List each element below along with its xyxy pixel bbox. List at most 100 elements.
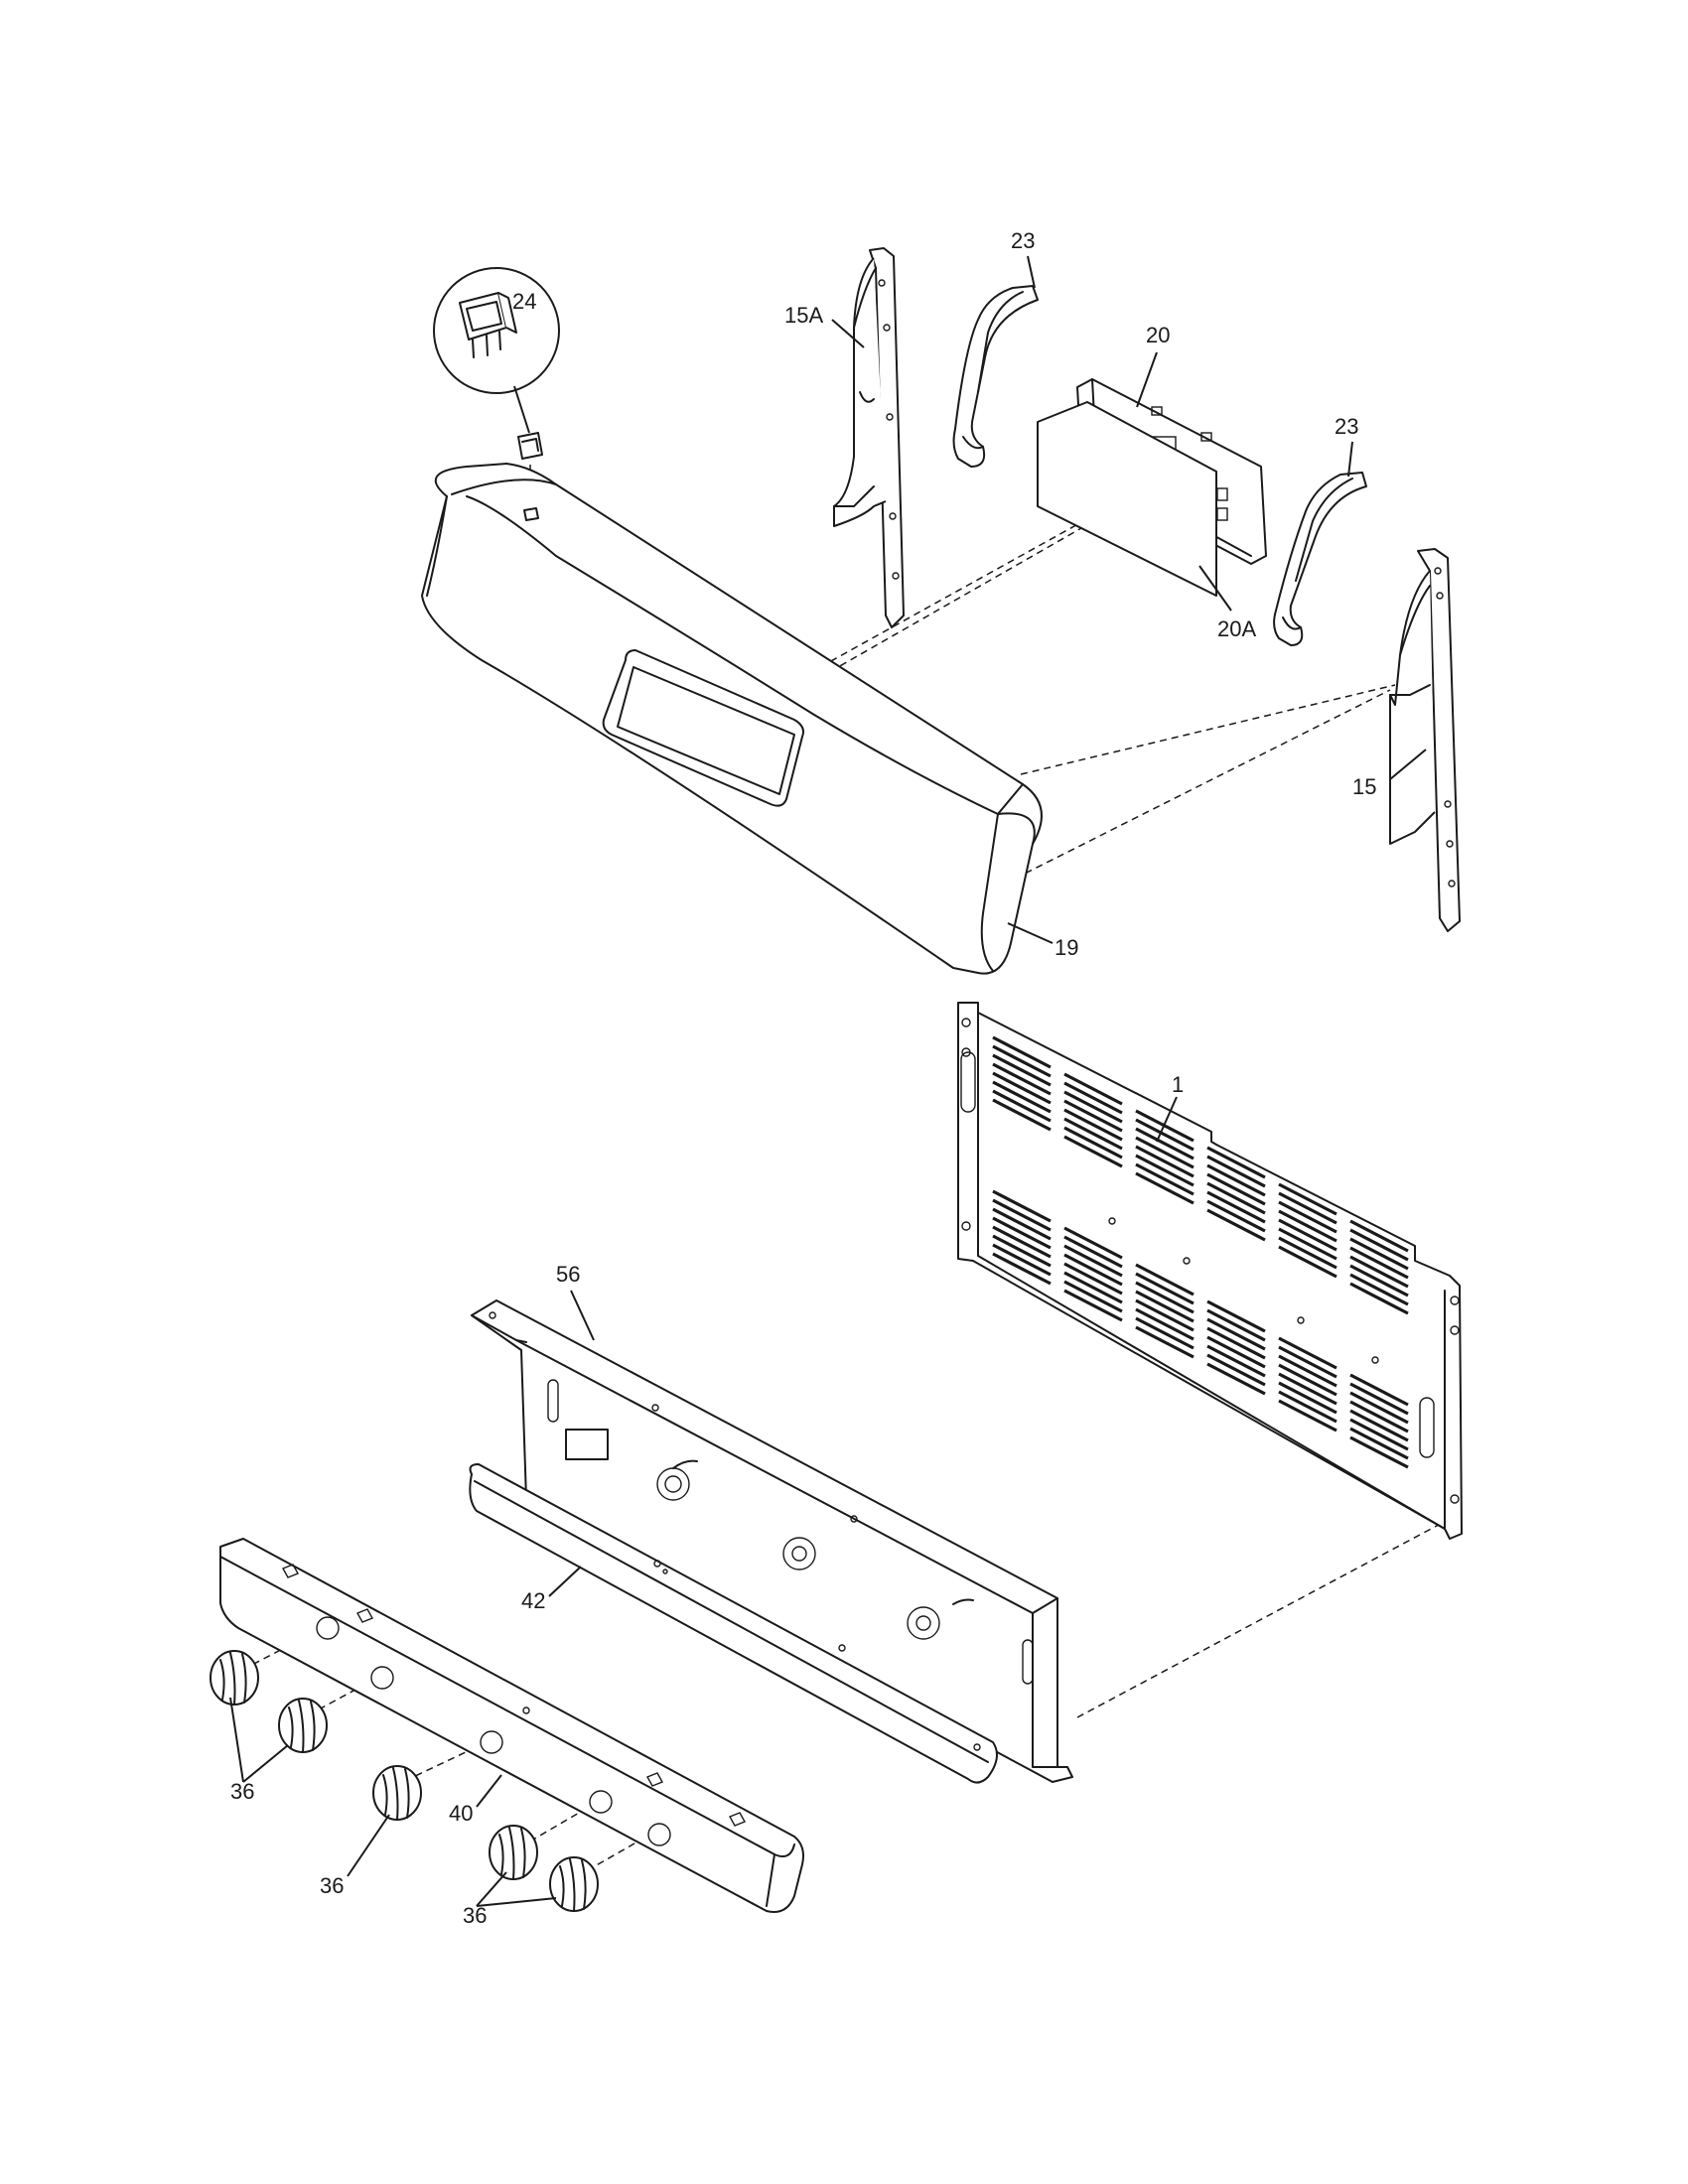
- vent-slot: [992, 1053, 1052, 1087]
- label-36-a: 36: [230, 1779, 254, 1804]
- part-56-manifold-panel: [471, 1299, 1073, 1783]
- vent-slot: [1278, 1191, 1337, 1225]
- label-40: 40: [449, 1801, 473, 1826]
- vent-slot: [1278, 1227, 1337, 1261]
- vent-slot: [1349, 1427, 1409, 1460]
- part-labels: 24 23 15A 20 23 20A 15 19 1 56 42 40 36 …: [230, 228, 1376, 1928]
- vent-slot: [1063, 1244, 1123, 1278]
- vent-slot: [1206, 1299, 1266, 1333]
- vent-slot: [1135, 1136, 1195, 1169]
- vent-slot: [1135, 1316, 1195, 1350]
- vent-slot: [1063, 1280, 1123, 1313]
- vent-slot: [1206, 1308, 1266, 1342]
- vent-slot: [1206, 1190, 1266, 1224]
- vent-slot: [992, 1062, 1052, 1096]
- part-15a-bracket: [833, 247, 905, 628]
- part-23-clip-left: [952, 285, 1039, 468]
- vent-slot: [1206, 1163, 1266, 1197]
- part-40-front-panel: [219, 1538, 804, 1913]
- vent-slot: [1278, 1345, 1337, 1379]
- vent-slot: [1278, 1381, 1337, 1415]
- vent-slot: [1206, 1335, 1266, 1369]
- vent-slot: [1349, 1382, 1409, 1416]
- vent-slot: [1278, 1236, 1337, 1270]
- vent-slot: [1206, 1146, 1266, 1179]
- vent-slot: [1206, 1155, 1266, 1188]
- vent-slot: [992, 1035, 1052, 1069]
- vent-slot: [1135, 1162, 1195, 1196]
- vent-slot: [992, 1207, 1052, 1241]
- part-42-trim: [469, 1463, 998, 1784]
- vent-slot: [1206, 1353, 1266, 1387]
- label-36-c: 36: [463, 1903, 487, 1928]
- vent-slot: [992, 1189, 1052, 1223]
- vent-slot: [1206, 1326, 1266, 1360]
- knob-3: [372, 1765, 422, 1821]
- vent-slot: [1278, 1218, 1337, 1252]
- vent-slot: [1278, 1209, 1337, 1243]
- label-20a: 20A: [1217, 616, 1256, 641]
- vent-slot: [1349, 1237, 1409, 1271]
- vent-slot: [1135, 1272, 1195, 1305]
- vent-slot: [1278, 1182, 1337, 1216]
- vent-slot: [1135, 1154, 1195, 1187]
- vent-slot: [1349, 1391, 1409, 1425]
- vent-slot: [992, 1243, 1052, 1277]
- vent-slot: [1349, 1373, 1409, 1407]
- vent-slot: [1206, 1344, 1266, 1378]
- label-42: 42: [521, 1588, 545, 1613]
- vent-slot: [1063, 1126, 1123, 1160]
- vent-slot: [992, 1089, 1052, 1123]
- vent-slot: [1278, 1390, 1337, 1424]
- vent-slot: [1063, 1072, 1123, 1106]
- vent-slot: [1206, 1181, 1266, 1215]
- vent-slot: [992, 1225, 1052, 1259]
- leader-lines: [229, 255, 1427, 1907]
- vent-slot: [1349, 1273, 1409, 1306]
- vent-slot: [1349, 1228, 1409, 1262]
- vent-slot: [1135, 1127, 1195, 1160]
- vent-slot: [1278, 1399, 1337, 1433]
- vent-slot: [1278, 1245, 1337, 1279]
- part-1-rear-panel: [957, 1002, 1463, 1540]
- vent-louvers: [992, 1035, 1409, 1469]
- label-15a: 15A: [784, 303, 823, 328]
- vent-slot: [1206, 1199, 1266, 1233]
- part-15-bracket: [1389, 548, 1461, 932]
- label-19: 19: [1055, 935, 1078, 960]
- vent-slot: [1063, 1289, 1123, 1322]
- label-23-right: 23: [1335, 414, 1358, 439]
- label-1: 1: [1172, 1072, 1184, 1097]
- vent-slot: [1349, 1400, 1409, 1433]
- vent-slot: [1063, 1235, 1123, 1269]
- vent-slot: [1278, 1363, 1337, 1397]
- vent-slot: [992, 1216, 1052, 1250]
- vent-slot: [1349, 1282, 1409, 1315]
- vent-slot: [1135, 1325, 1195, 1359]
- vent-slot: [1349, 1435, 1409, 1469]
- vent-slot: [1063, 1099, 1123, 1133]
- label-20: 20: [1146, 323, 1170, 347]
- vent-slot: [1135, 1307, 1195, 1341]
- vent-slot: [1278, 1200, 1337, 1234]
- part-36-knobs: [210, 1650, 599, 1912]
- knob-1: [210, 1650, 259, 1706]
- vent-slot: [1063, 1271, 1123, 1304]
- vent-slot: [1135, 1281, 1195, 1314]
- vent-slot: [1349, 1264, 1409, 1297]
- vent-slot: [1063, 1135, 1123, 1168]
- vent-slot: [1063, 1262, 1123, 1296]
- knob-5: [549, 1856, 599, 1912]
- vent-slot: [992, 1080, 1052, 1114]
- vent-slot: [992, 1198, 1052, 1232]
- vent-slot: [1278, 1354, 1337, 1388]
- label-23-left: 23: [1011, 228, 1035, 253]
- label-36-b: 36: [320, 1873, 344, 1898]
- vent-slot: [1206, 1362, 1266, 1396]
- vent-slot: [992, 1044, 1052, 1078]
- label-15: 15: [1352, 774, 1376, 799]
- label-24: 24: [512, 289, 536, 314]
- vent-slot: [1349, 1418, 1409, 1451]
- vent-slot: [1278, 1336, 1337, 1370]
